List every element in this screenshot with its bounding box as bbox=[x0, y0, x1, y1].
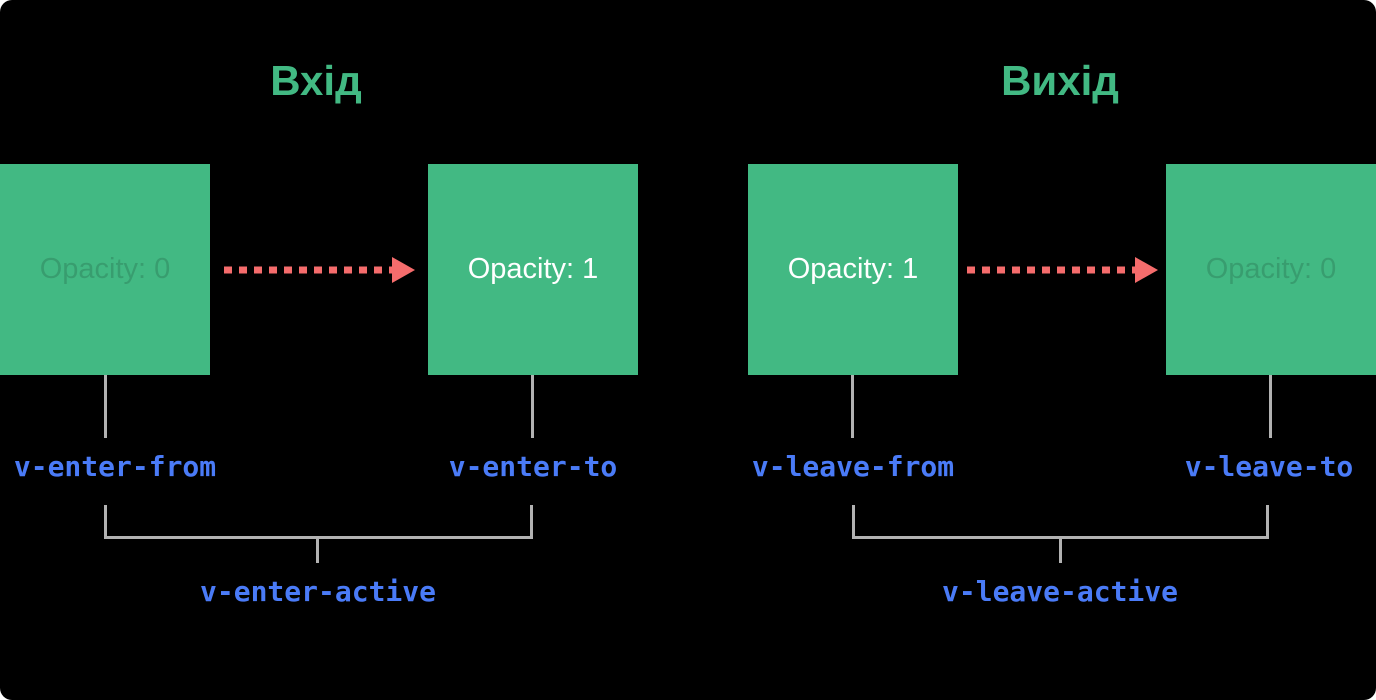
connector-line bbox=[1269, 375, 1272, 438]
connector-line bbox=[851, 375, 854, 438]
opacity-label: Opacity: 0 bbox=[39, 253, 171, 285]
leave-to-class-label: v-leave-to bbox=[1184, 450, 1354, 483]
leave-active-class-label: v-leave-active bbox=[941, 575, 1179, 608]
bracket-stem bbox=[316, 539, 319, 563]
enter-to-box: Opacity: 1 bbox=[428, 164, 638, 375]
opacity-label: Opacity: 1 bbox=[787, 253, 919, 285]
opacity-label: Opacity: 1 bbox=[467, 253, 599, 285]
enter-to-class-label: v-enter-to bbox=[448, 450, 618, 483]
leave-section-title: Вихід bbox=[1001, 57, 1119, 104]
connector-line bbox=[531, 375, 534, 438]
leave-to-box: Opacity: 0 bbox=[1166, 164, 1376, 375]
opacity-label: Opacity: 0 bbox=[1205, 253, 1337, 285]
enter-active-class-label: v-enter-active bbox=[199, 575, 437, 608]
leave-from-class-label: v-leave-from bbox=[751, 450, 955, 483]
dashed-arrow-icon bbox=[967, 257, 1158, 283]
connector-line bbox=[104, 375, 107, 438]
enter-from-class-label: v-enter-from bbox=[13, 450, 217, 483]
dashed-arrow-icon bbox=[224, 257, 415, 283]
bracket bbox=[104, 505, 533, 539]
bracket bbox=[852, 505, 1269, 539]
enter-from-box: Opacity: 0 bbox=[0, 164, 210, 375]
bracket-stem bbox=[1059, 539, 1062, 563]
leave-from-box: Opacity: 1 bbox=[748, 164, 958, 375]
enter-section-title: Вхід bbox=[270, 57, 362, 104]
